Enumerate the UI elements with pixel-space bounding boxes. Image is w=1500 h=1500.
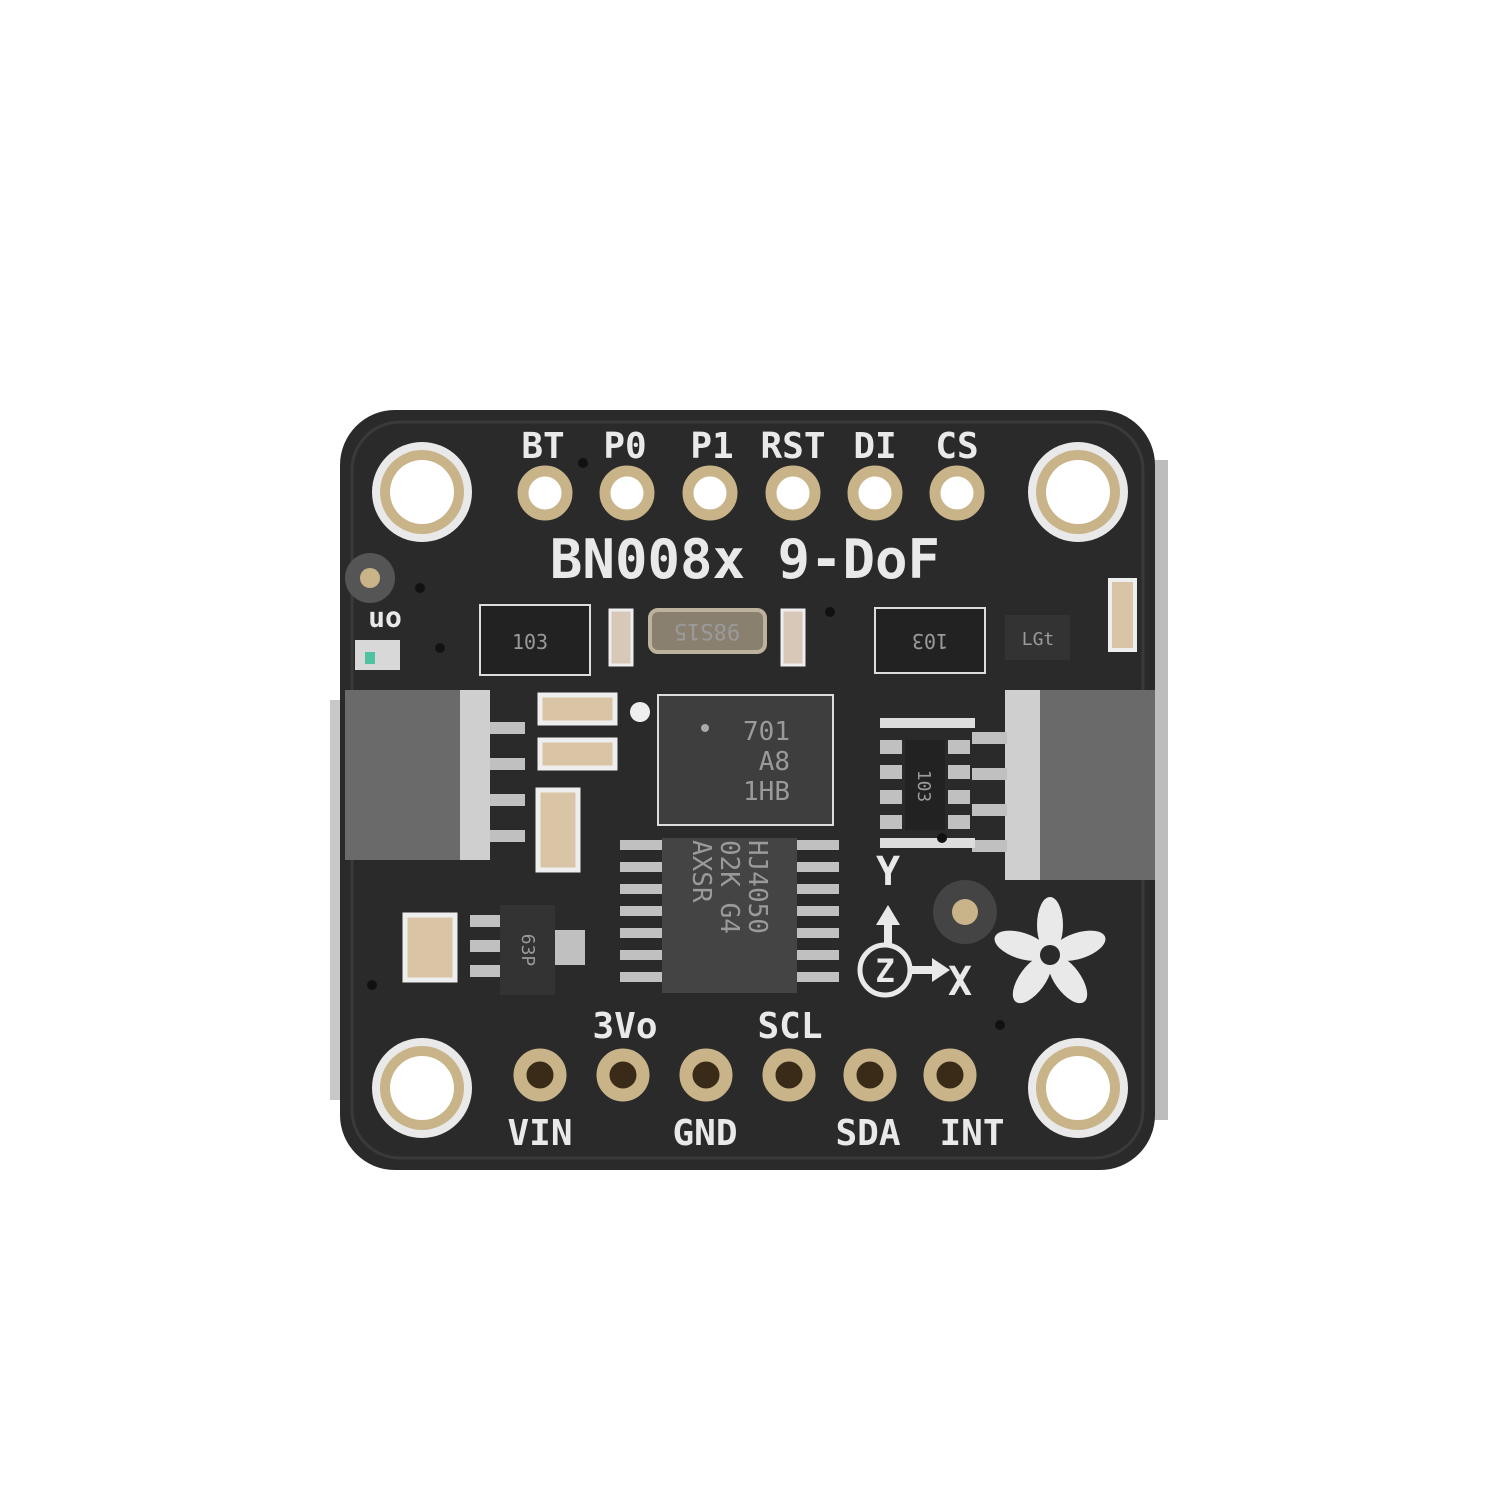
- resnet-right-marking: 103: [912, 629, 948, 653]
- regulator-marking: 63P: [517, 934, 538, 967]
- small-ic-marking: LGt: [1022, 629, 1055, 650]
- top-header-pads: [517, 465, 985, 521]
- capacitor: [537, 692, 618, 726]
- capacitor: [1108, 578, 1137, 652]
- axis-label-z: Z: [875, 952, 894, 990]
- resistor-network-mid: [905, 740, 945, 830]
- shifter-marking-line3: AXSR: [686, 840, 716, 903]
- axis-label-y: Y: [876, 849, 900, 895]
- board-title: BN008x 9-DoF: [550, 528, 940, 591]
- bottom-header-pads: [513, 1048, 977, 1102]
- capacitor: [608, 608, 634, 667]
- level-shifter-pins: [620, 840, 839, 982]
- bno085-sensor-chip: [657, 694, 834, 826]
- axis-indicator: Y Z X: [857, 849, 972, 1005]
- pin-label-p0: P0: [603, 426, 646, 467]
- stemma-connector-right: [1040, 690, 1155, 880]
- pin-label-sda: SDA: [835, 1113, 900, 1154]
- led-label-on: on: [368, 605, 402, 638]
- capacitor: [535, 787, 581, 873]
- pin-label-int: INT: [939, 1113, 1004, 1154]
- adafruit-logo: [994, 897, 1106, 1004]
- sensor-marking-line1: 701: [743, 717, 790, 747]
- resnet-mid-marking: 103: [913, 770, 934, 803]
- crystal: [648, 608, 767, 654]
- pin-label-bt: BT: [521, 426, 564, 467]
- mounting-holes: [372, 442, 1128, 1138]
- voltage-regulator: [500, 905, 555, 995]
- sensor-marking-line3: 1HB: [743, 777, 790, 807]
- vias: [367, 458, 1005, 1030]
- axis-label-x: X: [948, 959, 972, 1005]
- capacitor: [780, 608, 806, 667]
- power-led: [355, 640, 400, 670]
- capacitor: [402, 912, 458, 983]
- shifter-marking-line1: HJ4050: [742, 840, 772, 934]
- pin-label-vin: VIN: [507, 1113, 572, 1154]
- sensor-marking-line2: A8: [759, 747, 790, 777]
- shifter-marking-line2: 02K G4: [714, 840, 744, 934]
- pin-label-rst: RST: [760, 426, 825, 467]
- resistor-network-right: [874, 607, 986, 674]
- resnet-left-marking: 103: [512, 630, 548, 654]
- level-shifter-chip: [662, 838, 797, 993]
- stemma-connector-left: [345, 690, 460, 860]
- resistor-network-left: [479, 604, 591, 676]
- pin-label-di: DI: [853, 426, 896, 467]
- pin-label-gnd: GND: [672, 1113, 737, 1154]
- pin-label-scl: SCL: [757, 1006, 822, 1047]
- capacitor: [537, 737, 618, 771]
- crystal-marking: 98S15: [674, 618, 740, 643]
- pin-label-p1: P1: [690, 426, 733, 467]
- pin-label-3vo: 3Vo: [592, 1006, 657, 1047]
- pin-label-cs: CS: [935, 426, 978, 467]
- small-ic: [1005, 615, 1070, 660]
